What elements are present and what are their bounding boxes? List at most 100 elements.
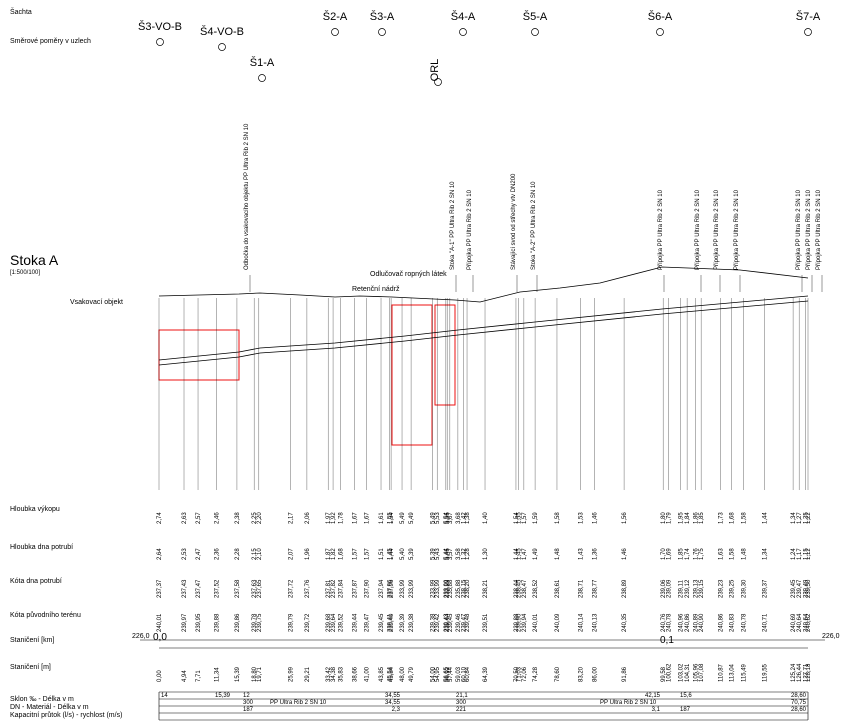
- terrain-level-11: 239,52: [338, 613, 344, 632]
- pipe-bottom-level-40: 239,13: [693, 579, 699, 598]
- excavation-depth-3: 2,46: [214, 512, 220, 524]
- pipe-bottom-depth-32: 1,48: [555, 548, 561, 560]
- terrain-level-14: 239,45: [379, 613, 385, 632]
- chainage-m-35: 91,86: [622, 666, 628, 682]
- pipe-bottom-level-36: 239,06: [661, 579, 667, 598]
- terrain-level-39: 240,86: [685, 613, 691, 632]
- manhole-label-4: Š3-A: [370, 10, 395, 23]
- chainage-m-25: 60,10: [461, 666, 467, 682]
- excavation-depth-27: 1,40: [483, 512, 489, 524]
- pipe-bottom-level-24: 235,88: [456, 579, 462, 598]
- row-label-chainage-m: Staničení [m]: [10, 664, 51, 671]
- excavation-depth-19: 5,49: [430, 512, 436, 524]
- pipe-bottom-depth-5: 2,15: [252, 548, 258, 560]
- pipe-bottom-depth-11: 1,68: [338, 548, 344, 560]
- pipe-bottom-depth-19: 5,39: [430, 548, 436, 560]
- pipe-bottom-depth-8: 1,96: [305, 548, 311, 560]
- manhole-label-2: Š1-A: [250, 56, 275, 69]
- chainage-m-5: 18,80: [252, 666, 258, 682]
- excavation-depth-1: 2,63: [182, 512, 188, 524]
- chainage-m-27: 64,39: [483, 666, 489, 682]
- pipe-bottom-level-39: 239,12: [685, 579, 691, 598]
- chainage-m-48: 127,71: [804, 663, 810, 682]
- excavation-depth-33: 1,53: [578, 512, 584, 524]
- pipe-bottom-depth-35: 1,46: [622, 548, 628, 560]
- slope-0: 14: [161, 693, 168, 699]
- pipe-bottom-depth-26: 1,28: [465, 548, 471, 560]
- pipe-bottom-level-20: 233,99: [435, 579, 441, 598]
- terrain-level-21: 239,43: [444, 613, 450, 632]
- terrain-level-48: 240,64: [804, 613, 810, 632]
- pipe-bottom-level-35: 238,89: [622, 579, 628, 598]
- chainage-m-8: 29,21: [305, 666, 311, 682]
- excavation-depth-16: 1,54: [389, 512, 395, 524]
- slope-length-2: 42,15: [645, 693, 661, 699]
- excavation-depth-0: 2,74: [157, 512, 163, 524]
- km-zero-label: 0,0: [153, 632, 167, 643]
- chainage-m-23: 57,44: [448, 666, 454, 682]
- excavation-depth-36: 1,80: [661, 512, 667, 524]
- manhole-label-1: Š4-VO-B: [200, 25, 244, 38]
- manhole-label-5: Š4-A: [451, 10, 476, 23]
- pipe-bottom-level-14: 237,94: [379, 579, 385, 598]
- pipe-bottom-depth-29: 1,45: [517, 548, 523, 560]
- pipe-bottom-level-30: 238,47: [522, 579, 528, 598]
- excavation-depth-11: 1,78: [338, 512, 344, 524]
- terrain-level-35: 240,35: [622, 613, 628, 632]
- pipe-bottom-depth-40: 1,76: [693, 548, 699, 560]
- pipe-bottom-level-29: 238,45: [517, 579, 523, 598]
- chainage-m-15: 45,54: [388, 666, 394, 682]
- excavation-depth-20: 5,53: [435, 512, 441, 524]
- excavation-depth-32: 1,58: [555, 512, 561, 524]
- terrain-level-44: 240,78: [742, 613, 748, 632]
- terrain-level-9: 239,68: [326, 613, 332, 632]
- chainage-m-32: 78,60: [555, 666, 561, 682]
- chainage-m-0: 0,00: [157, 670, 163, 682]
- dn-length-0: 34,55: [385, 700, 401, 706]
- terrain-level-37: 240,78: [666, 613, 672, 632]
- excavation-depth-26: 1,38: [465, 512, 471, 524]
- pipe-bottom-depth-7: 2,07: [289, 548, 295, 560]
- connection-label-7: Přípojka PP Ultra Rib 2 SN 10: [714, 189, 720, 270]
- pipe-bottom-depth-49: 1,12: [806, 548, 812, 560]
- pipe-bottom-depth-46: 1,24: [791, 548, 797, 560]
- manhole-symbol-6: [434, 78, 442, 86]
- capacity-v-0: 2,3: [392, 707, 401, 713]
- pipe-bottom-depth-24: 3,58: [456, 548, 462, 560]
- excavation-depth-34: 1,46: [592, 512, 598, 524]
- terrain-level-18: 239,38: [409, 613, 415, 632]
- excavation-depth-45: 1,44: [762, 512, 768, 524]
- pipe-bottom-level-0: 237,37: [157, 579, 163, 598]
- pipe-bottom-level-46: 239,45: [791, 579, 797, 598]
- excavation-depth-35: 1,56: [622, 512, 628, 524]
- connection-label-3: Stávající svod od střechy vtv DN200: [511, 173, 517, 270]
- manhole-symbol-7: [531, 28, 539, 36]
- chainage-m-41: 107,08: [699, 663, 705, 682]
- dn-length-1: 70,75: [791, 700, 807, 706]
- excavation-depth-23: 3,67: [448, 512, 454, 524]
- row-label-terrain-level: Kóta původního terénu: [10, 611, 81, 619]
- connection-label-8: Přípojka PP Ultra Rib 2 SN 10: [734, 189, 740, 270]
- connection-label-0: Odbočka do vsakovacího objektu PP Ultra …: [244, 123, 250, 270]
- row-label-dn-material: DN - Materiál - Délka v m: [10, 704, 89, 711]
- chainage-m-12: 38,66: [353, 666, 359, 682]
- pipe-bottom-level-13: 237,90: [365, 579, 371, 598]
- pipe-bottom-level-48: 239,49: [804, 579, 810, 598]
- excavation-depth-31: 1,59: [533, 512, 539, 524]
- pipe-bottom-level-7: 237,72: [289, 579, 295, 598]
- connection-label-11: Přípojka PP Ultra Rib 2 SN 10: [816, 189, 822, 270]
- chainage-m-22: 56,92: [445, 666, 451, 682]
- pipe-bottom-level-21: 233,99: [444, 579, 450, 598]
- pipe-bottom-depth-6: 2,10: [257, 548, 263, 560]
- pipe-bottom-level-8: 237,76: [305, 579, 311, 598]
- chainage-m-7: 25,99: [289, 666, 295, 682]
- connection-label-2: Přípojka PP Ultra Rib 2 SN 10: [467, 189, 473, 270]
- terrain-level-3: 239,88: [214, 613, 220, 632]
- connection-label-6: Přípojka PP Ultra Rib 2 SN 10: [695, 189, 701, 270]
- excavation-depth-21: 5,54: [444, 512, 450, 524]
- terrain-level-16: 239,40: [389, 613, 395, 632]
- chainage-m-36: 99,58: [661, 666, 667, 682]
- chainage-m-46: 125,24: [791, 663, 797, 682]
- terrain-level-23: 239,45: [448, 613, 454, 632]
- excavation-depth-8: 2,06: [305, 512, 311, 524]
